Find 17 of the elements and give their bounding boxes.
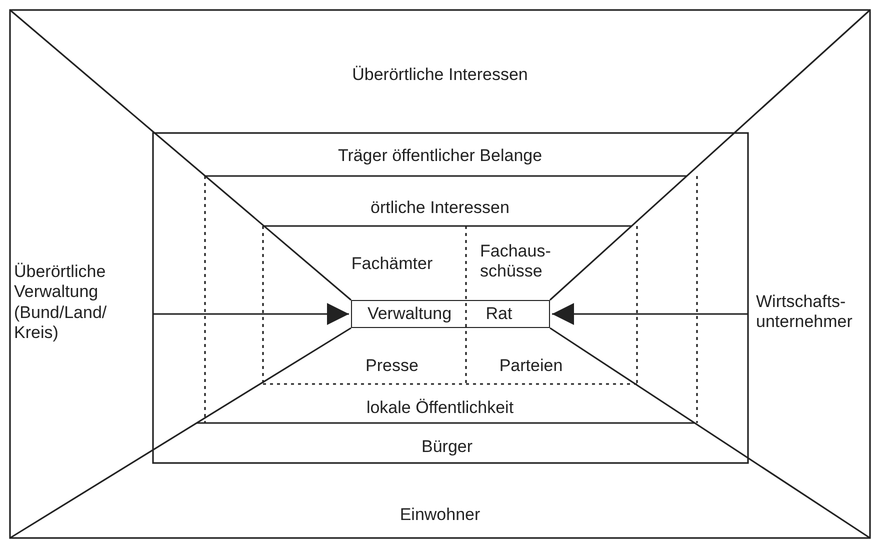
arrow bbox=[552, 303, 748, 325]
region-label: Bürger bbox=[421, 436, 473, 458]
center-box bbox=[351, 300, 550, 328]
actor-label: Überörtliche Verwaltung (Bund/Land/ Kreis) bbox=[14, 262, 152, 344]
region-label: Parteien bbox=[499, 356, 563, 376]
actor-label: Wirtschafts-unternehmer bbox=[756, 292, 876, 338]
region-label: Fachaus-schüsse bbox=[480, 242, 552, 282]
region-label: örtliche Interessen bbox=[370, 198, 510, 218]
region-label: Presse bbox=[366, 356, 418, 376]
arrow bbox=[153, 303, 349, 325]
region-label: Überörtliche Interessen bbox=[352, 64, 528, 86]
center-label: Rat bbox=[486, 304, 512, 324]
region-label: lokale Öffentlichkeit bbox=[366, 398, 514, 418]
center-label: Verwaltung bbox=[367, 304, 452, 324]
region-label: Fachämter bbox=[351, 254, 433, 274]
region-label: Einwohner bbox=[400, 504, 480, 526]
region-label: Träger öffentlicher Belange bbox=[338, 146, 542, 166]
